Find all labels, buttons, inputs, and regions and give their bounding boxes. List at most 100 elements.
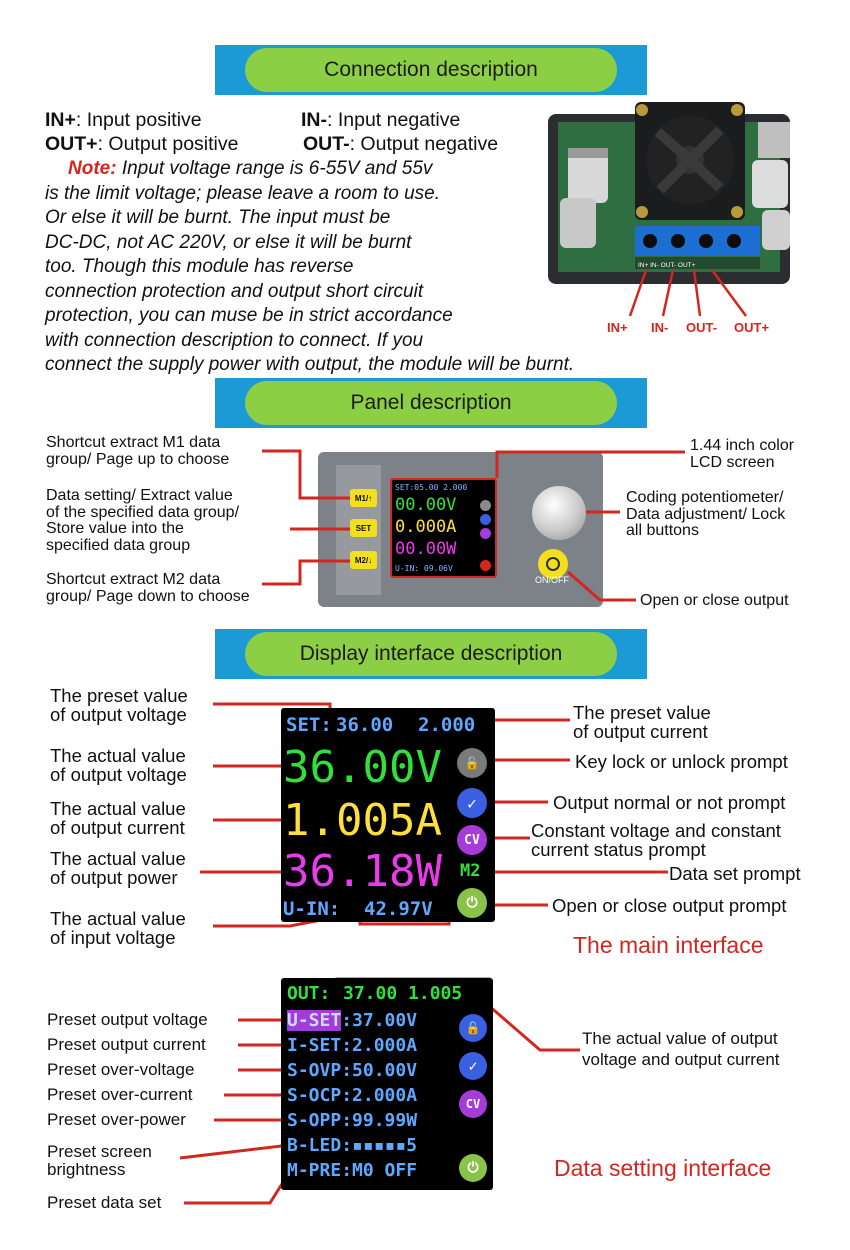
label-preset-over-current: Preset over-current [47, 1085, 193, 1104]
m1-button[interactable]: M1/↑ [350, 489, 377, 507]
main-set-voltage: 36.00 [336, 714, 394, 736]
main-voltage: 36.00V [283, 742, 442, 793]
note-label: Note: [68, 158, 117, 179]
note-line: too. Though this module has reverse [45, 256, 354, 277]
note-line: protection, you can muse be in strict ac… [45, 305, 453, 326]
label-data-set: Data set prompt [669, 863, 801, 884]
module-board-image: IN+ IN- OUT- OUT+ [548, 102, 790, 284]
label-line: of output current [573, 721, 708, 742]
terminal-label-in-plus: IN+ [607, 320, 628, 335]
setting-key: S-OCP [287, 1085, 342, 1106]
main-set-label: SET: [286, 714, 332, 736]
m2-button[interactable]: M2/↓ [350, 551, 377, 569]
connection-header: Connection description [245, 48, 617, 92]
m2-prompt: M2 [460, 861, 481, 881]
out-minus-desc: : Output negative [349, 133, 499, 155]
output-power-icon: ⏻ [457, 888, 487, 918]
label-line: Store value into the [46, 520, 184, 537]
label-preset-over-voltage: Preset over-voltage [47, 1060, 195, 1079]
mini-lcd-power: 00.00W [395, 539, 457, 559]
label-line: Data adjustment/ Lock [626, 505, 786, 523]
setting-row: M-PRE:M0 OFF [287, 1160, 417, 1181]
main-power: 36.18W [283, 846, 442, 897]
terminal-label-in-minus: IN- [651, 320, 669, 335]
mini-lock-icon [480, 500, 491, 511]
setting-value: :50.00V [341, 1060, 418, 1081]
setting-row: U-SET:37.00V [287, 1010, 417, 1031]
in-minus-line: IN-: Input negative [301, 108, 460, 133]
label-line: The actual value [50, 798, 186, 819]
in-minus-term: IN- [301, 109, 327, 131]
label-brightness: brightness [47, 1160, 126, 1179]
note-line: is the limit voltage; please leave a roo… [45, 182, 440, 204]
out-plus-term: OUT+ [45, 133, 98, 155]
label-line: specified data group [46, 536, 191, 554]
label-line: of output current [50, 817, 185, 838]
mini-lcd-uin-line: U-IN: 09.06V [395, 564, 453, 573]
setting-value: :2.000A [341, 1085, 418, 1106]
note-line: DC-DC, not AC 220V, or else it will be b… [45, 231, 412, 253]
mini-power-icon [480, 560, 491, 571]
main-set-current: 2.000 [418, 714, 476, 736]
terminal-label-out-minus: OUT- [686, 320, 718, 335]
set-button[interactable]: SET [350, 519, 377, 537]
note-line: with connection description to connect. … [45, 329, 424, 351]
out-minus-line: OUT-: Output negative [303, 132, 498, 157]
out-plus-desc: : Output positive [97, 133, 239, 155]
onoff-button[interactable] [538, 549, 568, 579]
setting-key: M-PRE [287, 1160, 342, 1181]
main-interface-title: The main interface [573, 932, 764, 958]
label-line: Coding potentiometer/ [626, 489, 784, 506]
label-line: of output power [50, 867, 178, 888]
out-minus-term: OUT- [303, 133, 350, 155]
label-line: Data setting/ Extract value [46, 487, 233, 504]
data-out-values: 37.00 1.005 [343, 983, 463, 1004]
setting-value: :2.000A [341, 1035, 418, 1056]
setting-row: I-SET:2.000A [287, 1035, 417, 1056]
label-line: LCD screen [690, 453, 775, 471]
label-line: group/ Page down to choose [46, 587, 250, 605]
note-line: Or else it will be burnt. The input must… [45, 207, 391, 228]
onoff-button-label: ON/OFF [535, 575, 569, 585]
label-line: current status prompt [531, 839, 706, 860]
board-terminal-text: IN+ IN- OUT- OUT+ [638, 262, 696, 269]
main-lcd-screen: SET: 36.00 2.000 36.00V 1.005A 36.18W U-… [281, 708, 495, 922]
label-line: The preset value [573, 702, 711, 723]
setting-value: :▪▪▪▪▪5 [341, 1135, 418, 1156]
terminal-label-out-plus: OUT+ [734, 320, 770, 335]
note-line: connect the supply power with output, th… [45, 354, 575, 375]
data-power-icon: ⏻ [459, 1154, 487, 1182]
in-plus-desc: : Input positive [75, 109, 202, 131]
label-preset-output-current: Preset output current [47, 1035, 206, 1054]
label-line: group/ Page up to choose [46, 450, 230, 468]
data-check-icon: ✓ [459, 1052, 487, 1080]
terminal-arrows [628, 269, 748, 317]
label-line: all buttons [626, 522, 699, 539]
display-header-band: Display interface description [215, 629, 647, 679]
in-plus-line: IN+: Input positive [45, 108, 202, 133]
label-line: The actual value [50, 745, 186, 766]
label-line: of the specified data group/ [46, 503, 240, 521]
output-normal-check-icon: ✓ [457, 788, 487, 818]
label-line: The preset value [50, 685, 188, 706]
connection-header-band: Connection description [215, 45, 647, 95]
coding-potentiometer-knob[interactable] [532, 486, 586, 540]
data-lock-icon: 🔓 [459, 1014, 487, 1042]
setting-row: S-OPP:99.99W [287, 1110, 417, 1131]
label-line: of output voltage [50, 764, 187, 785]
power-icon [546, 557, 560, 571]
label-line: The actual value [50, 908, 186, 929]
setting-row: S-OCP:2.000A [287, 1085, 417, 1106]
in-plus-term: IN+ [45, 109, 76, 131]
lock-icon: 🔓 [457, 748, 487, 778]
panel-header: Panel description [245, 381, 617, 425]
main-uin-value: 42.97V [364, 898, 433, 920]
